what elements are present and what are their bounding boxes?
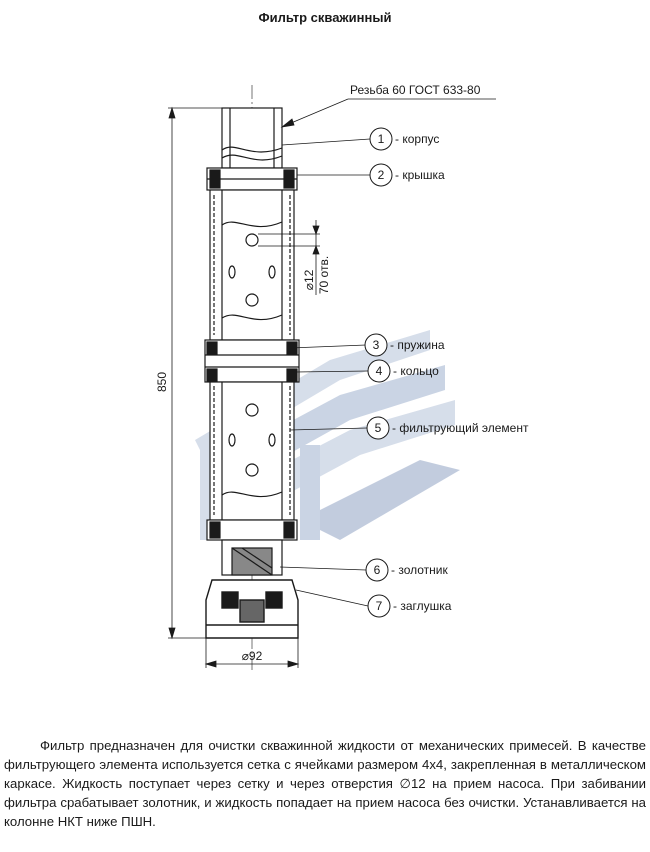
- callout-1: 1 - корпус: [369, 127, 439, 151]
- callout-2-label: - крышка: [395, 168, 445, 182]
- cap: [206, 167, 298, 191]
- callout-6: 6 - золотник: [365, 558, 448, 582]
- description-text: Фильтр предназначен для очистки скважинн…: [4, 738, 646, 829]
- body-tube: [221, 107, 283, 169]
- hole-diameter-label: ⌀12: [302, 269, 316, 290]
- filter-drawing: 850 ⌀92 ⌀12 70 отв. Резьба 60 ГОСТ 633-8…: [155, 83, 529, 670]
- spring-ring-block: [204, 339, 300, 383]
- callout-4: 4 - кольцо: [367, 359, 439, 383]
- callout-5-number: 5: [375, 421, 382, 435]
- callout-leaders: [279, 138, 371, 607]
- callout-5: 5 - фильтрующий элемент: [366, 416, 529, 440]
- callout-2: 2 - крышка: [369, 163, 445, 187]
- callout-4-label: - кольцо: [393, 364, 439, 378]
- callout-4-number: 4: [376, 364, 383, 378]
- lower-filter-section: [209, 381, 295, 521]
- callout-3-label: - пружина: [390, 338, 445, 352]
- callout-7: 7 - заглушка: [367, 594, 452, 618]
- bottom-cap: [206, 519, 298, 541]
- valve: [221, 539, 283, 576]
- callout-3-number: 3: [373, 338, 380, 352]
- height-dimension-label: 850: [155, 372, 169, 392]
- hole-count-label: 70 отв.: [317, 256, 331, 294]
- callout-1-label: - корпус: [395, 132, 439, 146]
- page-title: Фильтр скважинный: [258, 10, 392, 25]
- callout-2-number: 2: [378, 168, 385, 182]
- callout-1-number: 1: [378, 132, 385, 146]
- thread-leader: [280, 98, 496, 128]
- height-dimension: [168, 106, 222, 640]
- description: Фильтр предназначен для очистки скважинн…: [4, 736, 646, 831]
- callout-6-label: - золотник: [391, 563, 448, 577]
- thread-note: Резьба 60 ГОСТ 633-80: [350, 83, 481, 97]
- upper-filter-section: [209, 189, 295, 341]
- callout-7-label: - заглушка: [393, 599, 452, 613]
- diameter-label: ⌀92: [242, 649, 263, 663]
- callout-5-label: - фильтрующий элемент: [392, 421, 529, 435]
- callout-3: 3 - пружина: [364, 333, 445, 357]
- plug: [205, 579, 299, 639]
- callout-7-number: 7: [376, 599, 383, 613]
- diameter-dimension: [204, 638, 300, 668]
- hole-dimension: [258, 220, 320, 295]
- callout-6-number: 6: [374, 563, 381, 577]
